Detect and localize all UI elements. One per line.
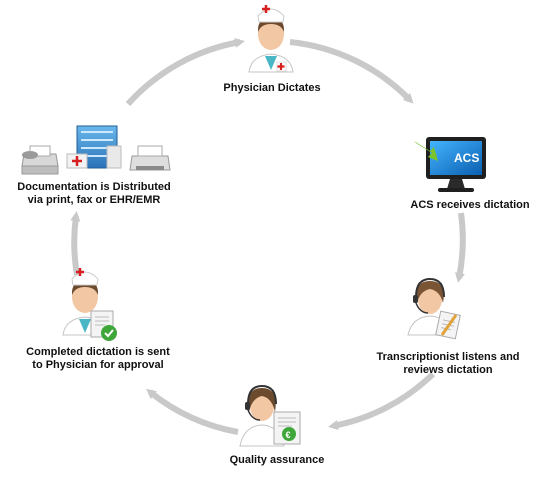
step-label-transcriptionist: Transcriptionist listens and reviews dic… <box>358 351 538 377</box>
print-fax-hospital-icon <box>21 125 171 175</box>
doctor-icon <box>248 5 294 73</box>
documentation-distributed-line-1: Documentation is Distributed <box>17 181 171 193</box>
svg-text:€: € <box>286 430 291 440</box>
transcriptionist-line-1: Transcriptionist listens and <box>376 351 520 363</box>
fax-machine-icon <box>21 145 59 175</box>
arrow-to-quality <box>328 371 436 430</box>
quality-assurance-headset-icon: € <box>239 384 301 447</box>
step-label-quality-assurance: Quality assurance <box>197 454 357 467</box>
documentation-distributed-line-2: via print, fax or EHR/EMR <box>27 194 161 206</box>
doctor-approval-icon <box>62 268 117 341</box>
step-label-documentation-distributed: Documentation is Distributed via print, … <box>4 181 184 207</box>
arrow-to-acs <box>289 39 414 104</box>
transcriptionist-headset-icon <box>407 277 461 340</box>
arrow-to-physician <box>125 37 245 107</box>
completed-dictation-line-2: to Physician for approval <box>32 359 164 371</box>
cycle-arrows <box>70 37 466 435</box>
step-label-physician-dictates: Physician Dictates <box>192 82 352 95</box>
arrow-to-distributed <box>70 211 81 276</box>
computer-monitor-icon: ACS <box>414 137 486 192</box>
physician-dictates-line-1: Physician Dictates <box>223 82 321 94</box>
completed-dictation-line-1: Completed dictation is sent <box>26 346 170 358</box>
arrow-to-completed <box>146 388 239 435</box>
printer-icon <box>129 145 171 171</box>
step-label-completed-dictation: Completed dictation is sent to Physician… <box>8 346 188 372</box>
acs-receives-line-1: ACS receives dictation <box>410 199 530 211</box>
transcriptionist-line-2: reviews dictation <box>403 364 493 376</box>
monitor-screen-text: ACS <box>454 151 479 165</box>
step-label-acs-receives: ACS receives dictation <box>400 199 540 212</box>
quality-assurance-line-1: Quality assurance <box>229 454 325 466</box>
arrow-to-transcriptionist <box>455 212 466 283</box>
hospital-building-icon <box>66 125 122 169</box>
